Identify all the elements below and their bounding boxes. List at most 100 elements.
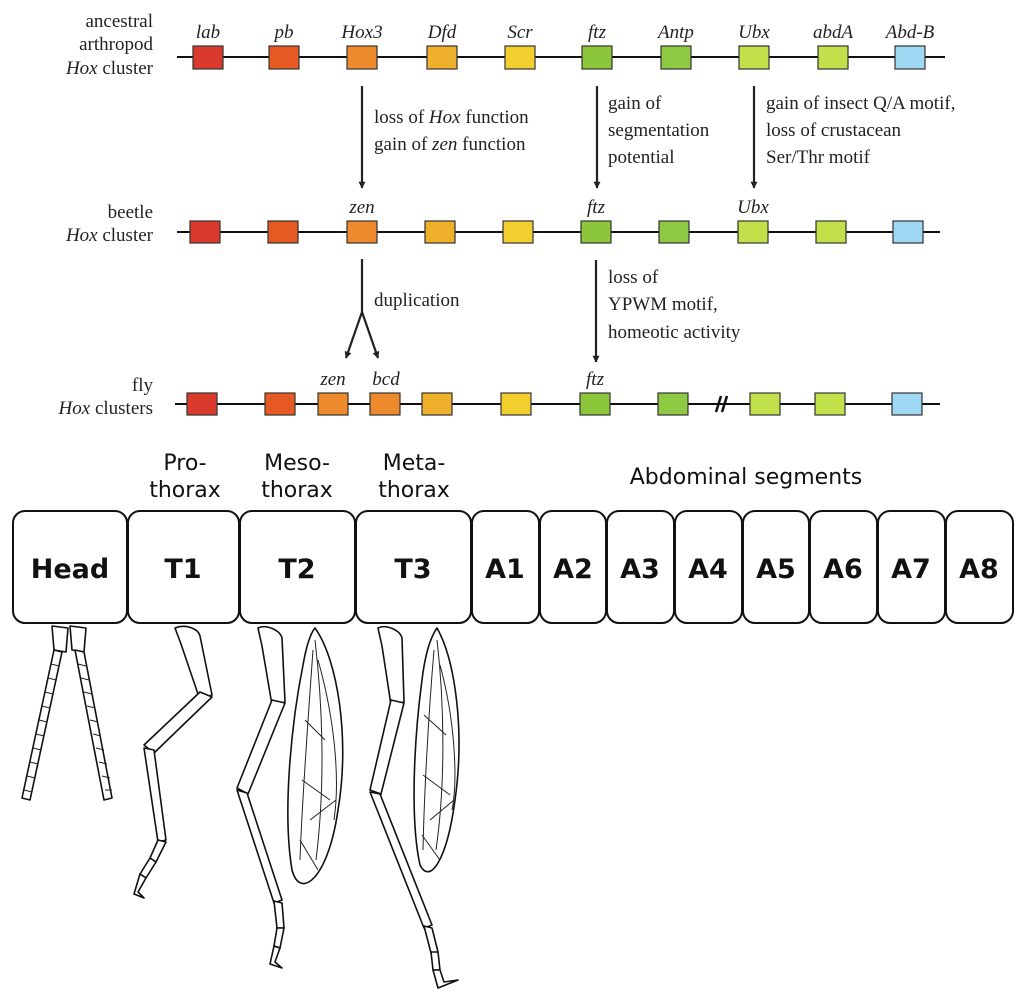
gene-box-ubx: [738, 45, 770, 70]
left-antenna-drawing: [21, 625, 69, 801]
gene-label-ftz: ftz: [588, 22, 607, 43]
mesothoracic-wing-drawing: [287, 627, 344, 885]
annotation-ftz-loss-line2: YPWM motif,: [608, 294, 718, 315]
annotation-hox3-line1: loss of Hox function: [374, 107, 529, 128]
abdominal-segments-label: Abdominal segments: [630, 465, 862, 490]
gene-box-scr: [504, 45, 536, 70]
fly-gene-box-5: [421, 392, 453, 416]
segment-label-t2: T2: [278, 554, 315, 585]
ancestral-cluster-label: ancestral arthropod Hox cluster: [65, 11, 154, 79]
mesothoracic-leg-drawing: [236, 625, 286, 969]
beetle-label-line1: beetle: [108, 202, 153, 223]
prothorax-label-line1: Pro-: [163, 451, 206, 476]
metathoracic-wing-drawing: [413, 627, 460, 873]
segment-label-head: Head: [31, 554, 109, 585]
fly-gene-label-zen: zen: [319, 369, 345, 390]
segment-label-a7: A7: [891, 554, 931, 585]
ancestral-label-line3: Hox cluster: [65, 58, 154, 79]
gene-label-dfd: Dfd: [427, 22, 457, 43]
beetle-gene-box-9: [815, 220, 847, 244]
metathorax-label: Meta- thorax: [378, 451, 450, 503]
segment-label-t1: T1: [164, 554, 201, 585]
segment-a8: [945, 510, 1014, 624]
fly-gene-box-bcd: [369, 392, 401, 416]
gene-box-pb: [268, 45, 300, 70]
fly-gene-label-bcd: bcd: [372, 369, 400, 390]
annotation-ftz-gain: gain of segmentation potential: [608, 93, 710, 168]
fly-label-line2: Hox clusters: [58, 398, 153, 419]
arrow-duplication-zen: [344, 259, 364, 359]
ancestral-label-line2: arthropod: [79, 34, 153, 55]
gene-label-abda: abdA: [813, 22, 854, 43]
annotation-ubx-line3: Ser/Thr motif: [766, 147, 871, 168]
segment-label-a1: A1: [485, 554, 525, 585]
beetle-gene-box-1: [189, 220, 221, 244]
fly-gene-box-ftz: [579, 392, 611, 416]
metathorax-label-line1: Meta-: [383, 451, 446, 476]
gene-box-abdb: [894, 45, 926, 70]
beetle-gene-box-5: [502, 220, 534, 244]
beetle-gene-label-zen: zen: [348, 197, 374, 218]
beetle-gene-box-7: [658, 220, 690, 244]
gene-box-lab: [192, 45, 224, 70]
arrow-duplication-bcd: [360, 311, 380, 359]
annotation-ubx: gain of insect Q/A motif, loss of crusta…: [766, 93, 955, 168]
beetle-gene-box-ubx: [737, 220, 769, 244]
ancestral-label-line1: ancestral: [85, 11, 153, 32]
gene-box-dfd: [426, 45, 458, 70]
annotation-ftz-loss: loss of YPWM motif, homeotic activity: [608, 267, 741, 343]
fly-gene-box-1: [186, 392, 218, 416]
gene-label-abdb: Abd-B: [884, 22, 935, 43]
fly-genes: [186, 392, 923, 416]
prothorax-label: Pro- thorax: [149, 451, 221, 503]
annotation-ftz-gain-line2: segmentation: [608, 120, 710, 141]
segment-label-a4: A4: [688, 554, 728, 585]
fly-gene-box-zen: [317, 392, 349, 416]
beetle-gene-box-zen: [346, 220, 378, 244]
segment-label-a6: A6: [823, 554, 863, 585]
fly-gene-label-ftz: ftz: [586, 369, 605, 390]
beetle-gene-label-ftz: ftz: [587, 197, 606, 218]
ancestral-genes: [192, 45, 926, 70]
mesothorax-label-line2: thorax: [261, 478, 333, 503]
gene-label-hox3: Hox3: [340, 22, 382, 43]
segment-label-a3: A3: [620, 554, 660, 585]
segment-label-a2: A2: [553, 554, 593, 585]
prothoracic-leg-drawing: [133, 625, 213, 899]
fly-gene-box-6: [500, 392, 532, 416]
beetle-gene-label-ubx: Ubx: [737, 197, 769, 218]
segment-label-a8: A8: [959, 554, 999, 585]
annotation-ftz-gain-line3: potential: [608, 147, 674, 168]
fly-gene-box-11: [891, 392, 923, 416]
gene-box-antp: [660, 45, 692, 70]
gene-box-hox3: [346, 45, 378, 70]
segment-label-a5: A5: [756, 554, 796, 585]
gene-label-scr: Scr: [507, 22, 533, 43]
fly-cluster-label: fly Hox clusters: [58, 375, 154, 419]
annotation-ubx-line1: gain of insect Q/A motif,: [766, 93, 955, 114]
annotation-duplication: duplication: [374, 290, 460, 311]
fly-gene-box-8: [657, 392, 689, 416]
gene-box-abda: [817, 45, 849, 70]
annotation-ftz-loss-line3: homeotic activity: [608, 322, 741, 343]
fly-cluster-break: [714, 395, 729, 413]
fly-gene-box-10: [814, 392, 846, 416]
beetle-gene-box-4: [424, 220, 456, 244]
metathorax-label-line2: thorax: [378, 478, 450, 503]
right-antenna-drawing: [69, 625, 113, 801]
annotation-hox3-line2: gain of zen function: [374, 134, 526, 155]
body-segments: [12, 510, 1014, 624]
annotation-ubx-line2: loss of crustacean: [766, 120, 902, 141]
beetle-cluster-label: beetle Hox cluster: [65, 202, 154, 246]
beetle-gene-box-ftz: [580, 220, 612, 244]
gene-label-antp: Antp: [656, 22, 694, 43]
mesothorax-label: Meso- thorax: [261, 451, 333, 503]
fly-gene-box-9: [749, 392, 781, 416]
prothorax-label-line2: thorax: [149, 478, 221, 503]
gene-label-lab: lab: [196, 22, 220, 43]
beetle-gene-box-2: [267, 220, 299, 244]
segment-labels: Head T1 T2 T3 A1 A2 A3 A4 A5 A6 A7 A8: [31, 554, 999, 585]
fly-label-line1: fly: [132, 375, 154, 396]
fly-gene-box-2: [264, 392, 296, 416]
